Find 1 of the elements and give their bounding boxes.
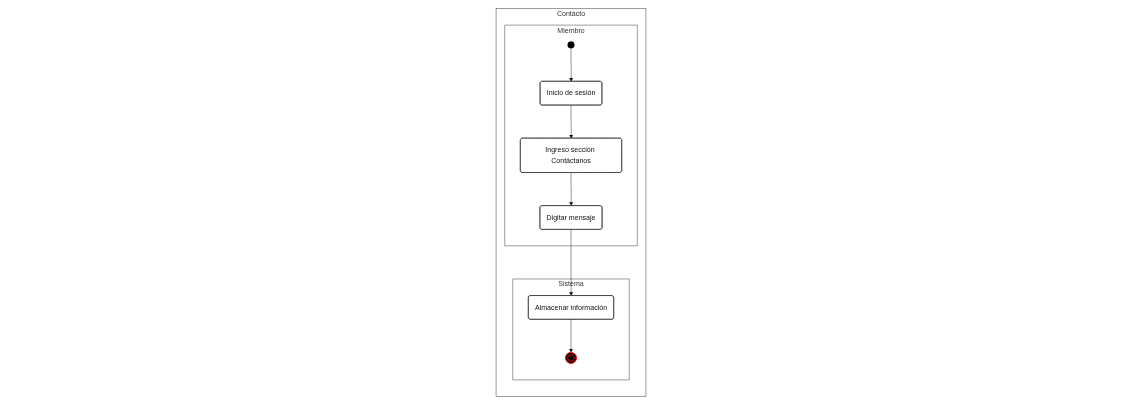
- node-circle: [567, 41, 575, 49]
